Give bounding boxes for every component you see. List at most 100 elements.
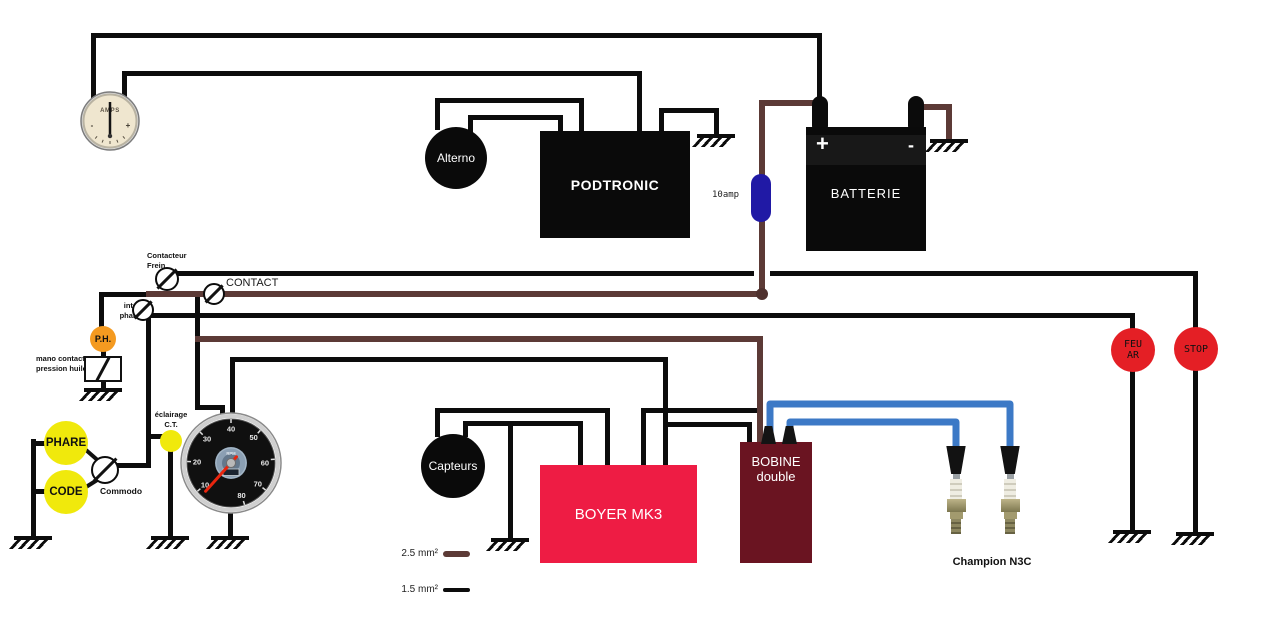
ground-ct (151, 536, 189, 552)
wire-tach-signal-h (230, 357, 668, 362)
contact-switch (203, 283, 225, 305)
ammeter-gauge: AMPS - + (80, 91, 140, 151)
alternator: Alterno (425, 127, 487, 189)
wire-battery-neg-h (912, 104, 952, 110)
wire-battery-plus-drop (817, 33, 822, 105)
ground-feu-ar (1113, 530, 1151, 546)
ground-podtronic (697, 134, 735, 150)
tail-lamp-label-2: AR (1126, 350, 1140, 361)
wire-tach-signal-v (230, 357, 235, 419)
wire-feu-drop-top (1130, 313, 1135, 331)
fuse-10amp (751, 174, 771, 222)
junction-dot (756, 288, 768, 300)
wire-boyer-power-v (641, 408, 646, 465)
tach-rpm-label: RPM (226, 451, 236, 456)
coil-box: BOBINE double (740, 442, 812, 563)
wire-coil-feed-h (195, 336, 763, 342)
spark-plug-left (941, 446, 971, 534)
wire-phare-bus-v (31, 439, 36, 538)
headlamp-main: PHARE (44, 421, 88, 465)
wire-tach-power-h (195, 405, 225, 410)
wire-podtronic-gnd-h (659, 108, 719, 113)
wire-alterno-inner-v1 (468, 115, 473, 133)
svg-text:50: 50 (250, 433, 258, 442)
wire-stop-line-1 (176, 271, 754, 276)
ground-boyer (491, 538, 529, 554)
commodo-label: Commodo (100, 486, 143, 496)
wire-alterno-outer-h (435, 98, 584, 103)
battery-plus-sign: + (816, 131, 829, 156)
ground-phare (14, 536, 52, 552)
plug-cap-icon (946, 446, 966, 474)
coil-label-2: double (756, 469, 796, 484)
svg-text:10: 10 (201, 480, 209, 489)
tail-lamp-label-1: FEU (1123, 339, 1143, 350)
wire-tach-power-v (195, 291, 200, 410)
light-switch (132, 299, 154, 321)
wire-ph-oil-stub (101, 350, 106, 358)
wire-alterno-inner-v2 (558, 115, 563, 133)
svg-text:30: 30 (203, 435, 211, 444)
headlamp-main-label: PHARE (45, 437, 87, 449)
wire-tach-gnd-v (228, 508, 233, 538)
battery-label: BATTERIE (830, 185, 902, 201)
pickup-sensors: Capteurs (421, 434, 485, 498)
spark-plug-type-label: Champion N3C (952, 556, 1032, 568)
oil-pressure-switch (84, 356, 122, 382)
brake-switch (155, 267, 179, 291)
wire-podtronic-t3-drop (637, 71, 642, 133)
ground-tach (211, 536, 249, 552)
wire-ammeter-podtronic (122, 71, 642, 76)
plug-cap-icon (1000, 446, 1020, 474)
wire-capteurs-right-h (463, 421, 583, 426)
wire-ph-feed-v (99, 292, 104, 329)
tach-ticks (187, 419, 275, 506)
ground-oil-switch (84, 388, 122, 404)
pickup-sensors-label: Capteurs (428, 459, 478, 473)
wire-feu-drop-bottom (1130, 369, 1135, 532)
battery-box: + - BATTERIE (806, 127, 926, 251)
wire-coil-feed-v (757, 336, 763, 442)
wire-ammeter-left-drop (91, 33, 96, 100)
wire-capteurs-left-h (435, 408, 610, 413)
legend-2-5mm: 2.5 mm² (401, 548, 438, 559)
wire-podtronic-gnd-v1 (659, 108, 664, 133)
ground-battery (930, 139, 968, 155)
wire-boyer-power-h (641, 408, 762, 413)
wire-podtronic-gnd-v2 (714, 108, 719, 136)
svg-text:60: 60 (261, 459, 269, 468)
tach-numbers: 10 20 30 40 50 60 70 80 (193, 425, 269, 500)
wire-capteurs-left-drop (605, 408, 610, 465)
wire-ph-feed-h (99, 292, 149, 297)
wire-battery-neg-v (946, 104, 952, 140)
wire-ct-tap (146, 434, 163, 439)
battery-terminal-plus (812, 96, 828, 128)
wire-lighting-line (150, 313, 1135, 318)
wire-coil-neg-h (663, 422, 752, 427)
commodo-switch (91, 456, 119, 484)
svg-text:40: 40 (227, 425, 235, 434)
wire-phare-stub (34, 441, 46, 446)
legend-2-5mm-swatch (443, 551, 470, 557)
alternator-label: Alterno (436, 151, 476, 165)
wire-stop-line-2 (770, 271, 1198, 276)
wire-stop-drop-bottom (1193, 369, 1198, 534)
svg-text:20: 20 (193, 457, 201, 466)
fuse-label: 10amp (712, 190, 740, 200)
wire-fuse-top-h (759, 100, 821, 106)
battery-minus-sign: - (908, 135, 914, 155)
legend-1-5mm: 1.5 mm² (401, 584, 438, 595)
ammeter-minus: - (91, 121, 94, 130)
ammeter-plus: + (126, 121, 131, 130)
wire-ammeter-right-drop (122, 71, 127, 100)
oil-warning-label: P.H. (94, 334, 112, 344)
podtronic-label: PODTRONIC (570, 176, 660, 193)
ammeter-ticks (94, 135, 126, 144)
wire-alterno-outer-v2 (579, 98, 584, 133)
wire-coil-neg-v (747, 422, 752, 442)
coil-ht-tower-left (761, 426, 776, 444)
